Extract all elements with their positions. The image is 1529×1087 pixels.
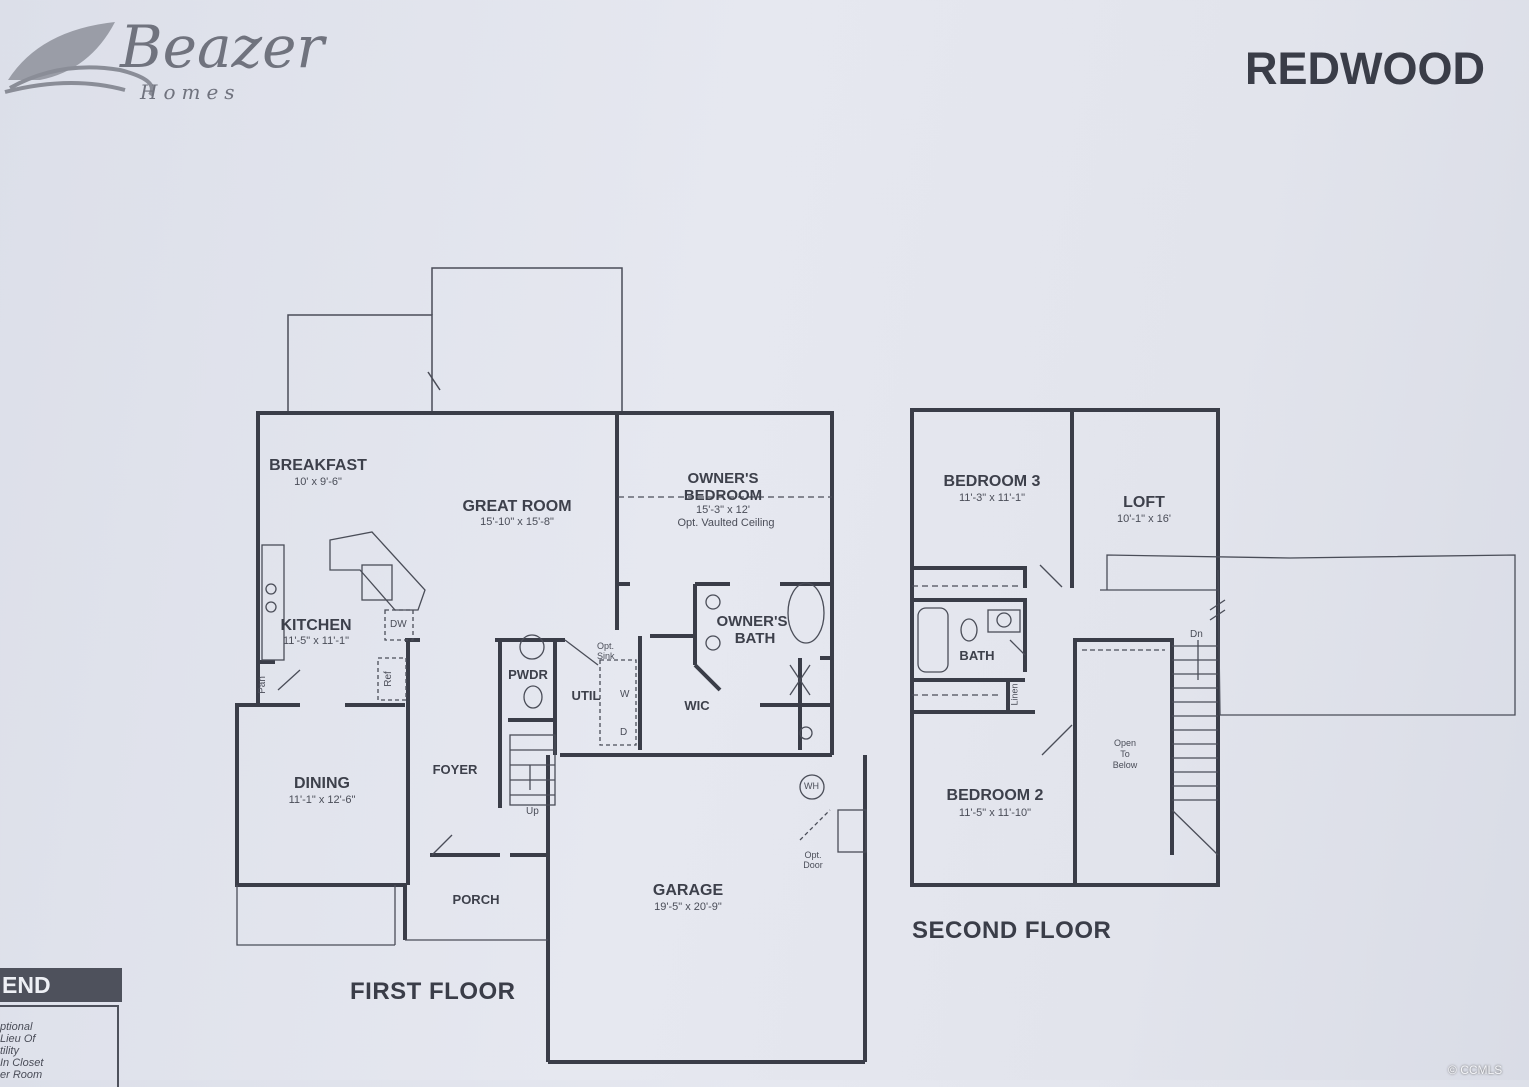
room-garage: GARAGE	[652, 882, 724, 899]
open-to-below-l2: To	[1120, 749, 1130, 759]
first-floor-title: FIRST FLOOR	[350, 978, 516, 1005]
plan-name: REDWOOD	[1245, 43, 1485, 94]
room-great-room: GREAT ROOM	[462, 498, 572, 515]
room-loft-dims: 10'-1" x 16'	[1117, 513, 1171, 525]
room-bedroom-2-dims: 11'-5" x 11'-10"	[958, 807, 1032, 819]
room-bedroom-3: BEDROOM 3	[943, 473, 1041, 490]
patio-outline	[287, 267, 623, 413]
legend-title: END	[2, 972, 51, 998]
room-bedroom-3-dims: 11'-3" x 11'-1"	[958, 492, 1026, 504]
room-foyer: FOYER	[432, 762, 478, 777]
legend-header: END	[0, 968, 122, 1002]
room-dining-dims: 11'-1" x 12'-6"	[288, 794, 356, 806]
room-bath: BATH	[959, 648, 995, 663]
legend-item: In Closet	[0, 1057, 44, 1069]
watermark-text: CCMLS	[1460, 1063, 1503, 1077]
room-kitchen-dims: 11'-5" x 11'-1"	[282, 635, 350, 647]
beazer-logo-leaf-icon	[4, 22, 154, 97]
room-util: UTIL	[571, 688, 601, 703]
room-owners-bedroom-l2: BEDROOM	[683, 487, 763, 504]
room-owners-bedroom-l1: OWNER'S	[687, 470, 759, 487]
room-garage-dims: 19'-5" x 20'-9"	[654, 901, 722, 913]
stairs-down-label: Dn	[1190, 629, 1203, 640]
second-floor-title: SECOND FLOOR	[912, 917, 1112, 944]
room-pwdr: PWDR	[508, 667, 548, 682]
room-dining: DINING	[294, 775, 350, 792]
first-floor-details	[236, 496, 867, 946]
room-breakfast: BREAKFAST	[269, 457, 367, 474]
stairs-up-label: Up	[526, 806, 539, 817]
room-kitchen: KITCHEN	[280, 617, 352, 634]
refrigerator-label: Ref	[382, 671, 394, 687]
dryer-label: D	[620, 727, 628, 738]
legend-item: ptional	[0, 1021, 33, 1033]
mls-watermark: © CCMLS	[1448, 1064, 1502, 1076]
stairs	[1171, 640, 1219, 856]
washer-label: W	[620, 689, 630, 700]
room-great-room-dims: 15'-10" x 15'-8"	[480, 516, 554, 528]
room-bedroom-2: BEDROOM 2	[946, 787, 1044, 804]
room-wic: WIC	[684, 698, 710, 713]
pantry-label: Pan	[256, 676, 268, 694]
room-owners-bedroom-note: Opt. Vaulted Ceiling	[677, 517, 775, 529]
brand-name: Beazer	[120, 13, 325, 81]
room-loft: LOFT	[1123, 494, 1165, 511]
brand-subtitle: Homes	[140, 80, 241, 104]
open-to-below-l1: Open	[1113, 738, 1137, 748]
linen-label: Linen	[1009, 683, 1020, 706]
second-floor-details	[912, 554, 1516, 856]
room-owners-bedroom-dims: 15'-3" x 12'	[696, 504, 750, 516]
legend-item: Lieu Of	[0, 1033, 36, 1045]
legend-item: er Room	[0, 1069, 43, 1081]
legend-item: tility	[0, 1045, 19, 1057]
legend-box: ptional Lieu Of tility In Closet er Room	[0, 1005, 119, 1087]
dishwasher-label: DW	[390, 619, 407, 630]
room-porch: PORCH	[452, 892, 500, 907]
opt-door-label: Opt. Door	[803, 850, 823, 870]
opt-sink-label: Opt. Sink	[597, 641, 615, 661]
room-breakfast-dims: 10' x 9'-6"	[294, 476, 342, 488]
room-owners-bath-l2: BATH	[734, 630, 776, 647]
copyright-icon: ©	[1448, 1063, 1457, 1077]
room-owners-bath-l1: OWNER'S	[716, 613, 788, 630]
open-to-below-l3: Below	[1112, 760, 1138, 770]
second-floor-walls	[910, 408, 1220, 887]
water-heater-label: WH	[804, 781, 819, 791]
